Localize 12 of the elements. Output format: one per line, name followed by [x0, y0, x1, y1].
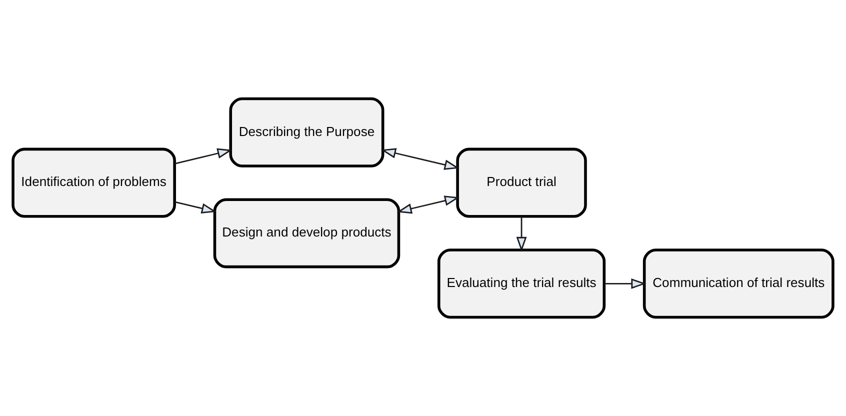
- node-box: Identification of problems: [12, 148, 176, 218]
- arrow: [604, 278, 646, 289]
- arrow: [396, 196, 460, 214]
- arrow: [380, 148, 460, 170]
- arrow: [516, 216, 527, 252]
- node-box: Product trial: [456, 148, 587, 218]
- node-box: Evaluating the trial results: [437, 248, 606, 319]
- arrow: [174, 148, 232, 164]
- node-box: Describing the Purpose: [229, 97, 384, 168]
- arrow: [174, 201, 217, 214]
- node-box: Design and develop products: [213, 198, 400, 268]
- node-box: Communication of trial results: [642, 248, 834, 319]
